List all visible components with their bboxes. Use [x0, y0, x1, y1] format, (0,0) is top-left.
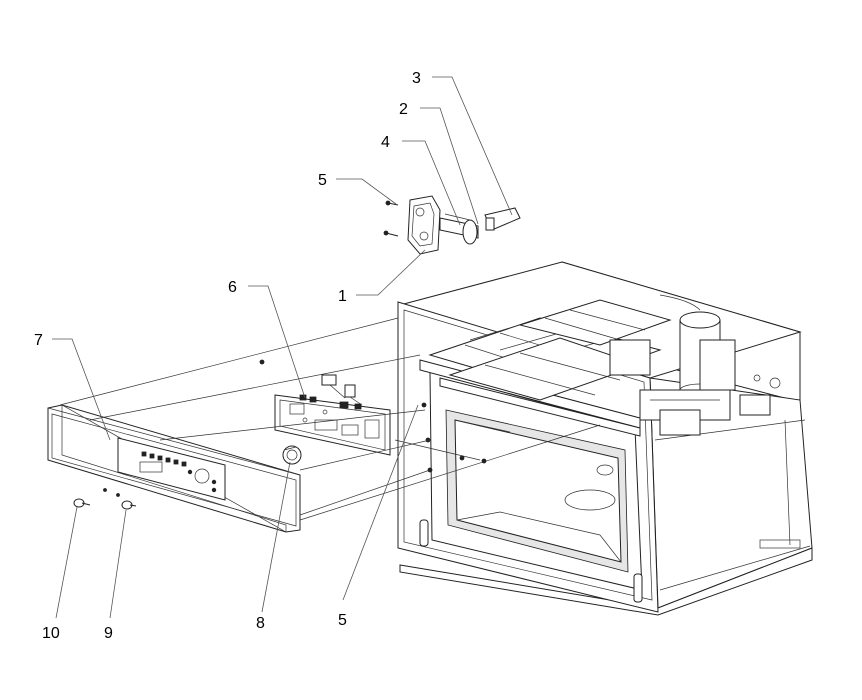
top-components — [428, 294, 771, 436]
callout-6: 6 — [228, 279, 237, 296]
callout-numbers: 3 2 4 5 1 6 7 8 9 10 5 — [34, 70, 421, 642]
callout-5-bottom: 5 — [338, 612, 347, 629]
assembly-guide-lines — [59, 317, 601, 521]
control-panel-fascia — [47, 404, 301, 533]
selector-knob — [282, 445, 302, 465]
control-board — [274, 374, 391, 456]
screw-icon — [73, 498, 91, 508]
callout-1: 1 — [338, 288, 347, 305]
screw-icon — [383, 230, 399, 237]
keypad-buttons — [141, 451, 187, 467]
screw-icon — [385, 200, 399, 206]
door-latch-assembly — [383, 195, 521, 255]
callout-8: 8 — [256, 615, 265, 632]
screw-icon — [121, 500, 137, 510]
dial-icon — [194, 468, 210, 484]
callout-9: 9 — [104, 625, 113, 642]
callout-2: 2 — [399, 101, 408, 118]
callout-7: 7 — [34, 332, 43, 349]
callout-3: 3 — [412, 70, 421, 87]
callout-leaders — [52, 76, 513, 619]
callout-4: 4 — [381, 134, 390, 151]
callout-10: 10 — [42, 625, 60, 642]
callout-5-top: 5 — [318, 172, 327, 189]
